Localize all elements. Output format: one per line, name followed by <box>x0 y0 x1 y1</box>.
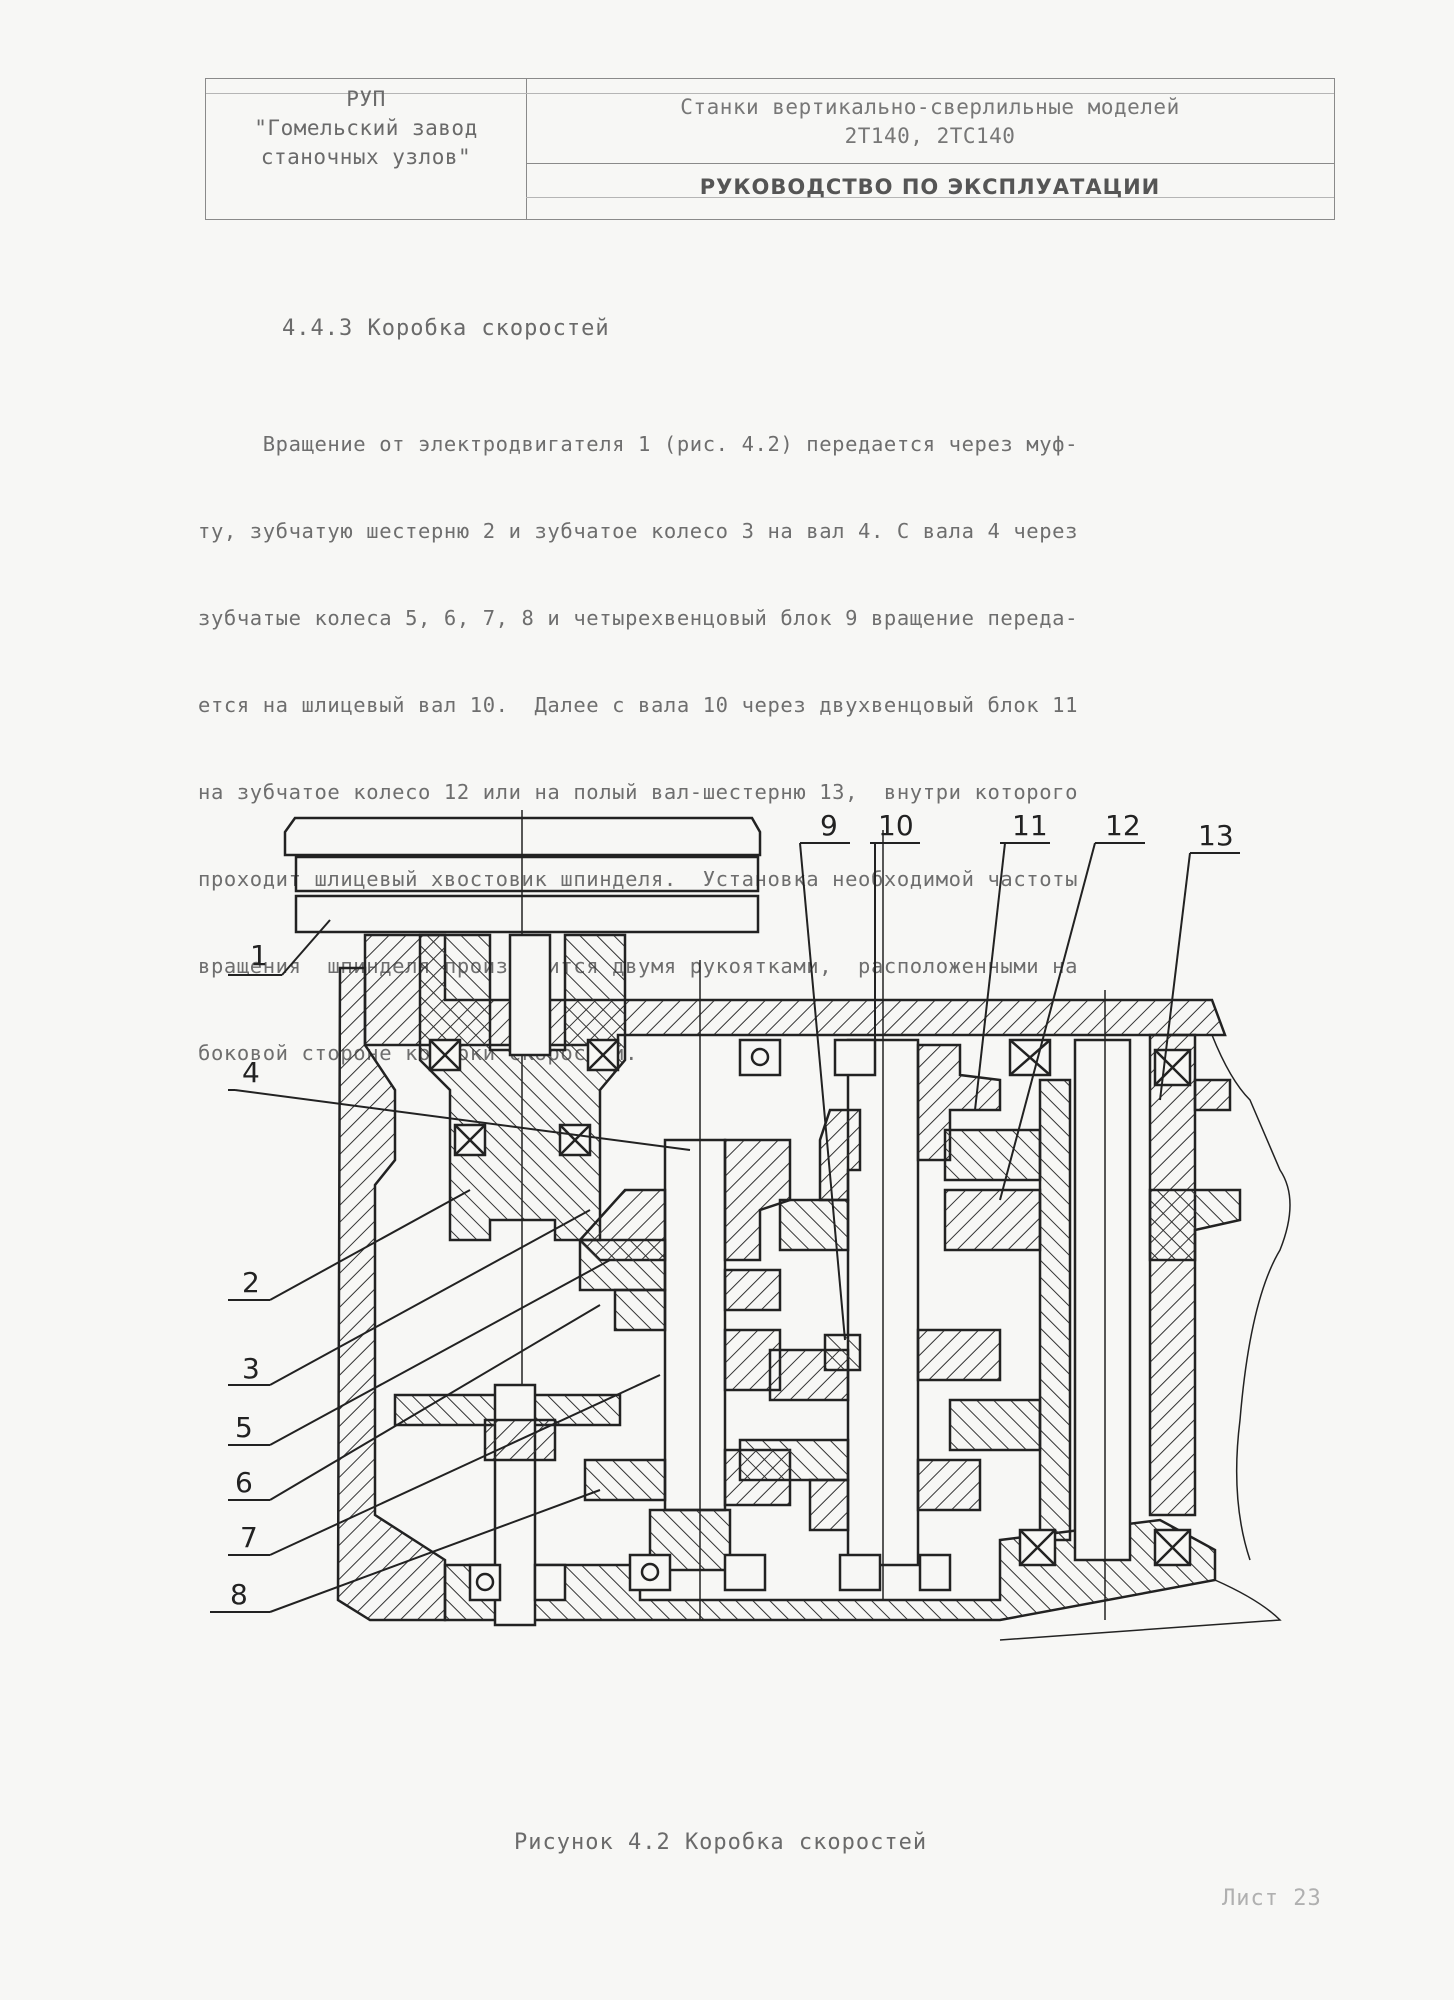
callout-12: 12 <box>1105 809 1141 842</box>
callout-2: 2 <box>242 1266 260 1299</box>
callout-5: 5 <box>235 1411 253 1444</box>
lower-shaft <box>393 1383 622 1627</box>
org-line: станочных узлов" <box>260 145 472 169</box>
leader-lines <box>210 842 1240 1613</box>
callout-13: 13 <box>1198 819 1234 852</box>
organization-name: РУП "Гомельский завод станочных узлов" <box>206 85 526 172</box>
callout-10: 10 <box>878 809 914 842</box>
org-line: РУП <box>346 87 386 111</box>
callout-3: 3 <box>242 1352 260 1385</box>
callout-7: 7 <box>240 1521 258 1554</box>
manual-label: РУКОВОДСТВО ПО ЭКСПЛУАТАЦИИ <box>699 175 1161 199</box>
paragraph-line: ется на шлицевый вал 10. Далее с вала 10… <box>198 693 1079 717</box>
sheet-number: Лист 23 <box>1222 1886 1322 1911</box>
paragraph-line: Вращение от электродвигателя 1 (рис. 4.2… <box>198 432 1079 456</box>
document-title: Станки вертикально-сверлильные моделей 2… <box>526 93 1334 151</box>
paragraph-line: зубчатые колеса 5, 6, 7, 8 и четырехвенц… <box>198 606 1079 630</box>
section-heading: 4.4.3 Коробка скоростей <box>282 316 610 341</box>
callout-8: 8 <box>230 1578 248 1611</box>
callout-1: 1 <box>250 939 268 972</box>
callouts: 1 2 3 4 5 6 7 8 9 10 11 12 13 <box>230 809 1234 1611</box>
org-line: "Гомельский завод <box>254 116 478 140</box>
output-shafts <box>916 990 1242 1620</box>
title-line: Станки вертикально-сверлильные моделей <box>680 95 1180 119</box>
title-line: 2Т140, 2ТС140 <box>844 124 1016 148</box>
shaft-10 <box>738 830 952 1600</box>
paragraph-line: проходит шлицевый хвостовик шпинделя. Ус… <box>198 867 1079 891</box>
callout-9: 9 <box>820 809 838 842</box>
paragraph-line: на зубчатое колесо 12 или на полый вал-ш… <box>198 780 1079 804</box>
callout-11: 11 <box>1012 809 1048 842</box>
callout-4: 4 <box>242 1056 260 1089</box>
input-shaft <box>418 933 627 1242</box>
callout-6: 6 <box>235 1466 253 1499</box>
title-block: РУП "Гомельский завод станочных узлов" С… <box>205 78 1335 220</box>
paragraph-line: ту, зубчатую шестерню 2 и зубчатое колес… <box>198 519 1079 543</box>
figure-caption: Рисунок 4.2 Коробка скоростей <box>514 1830 928 1855</box>
